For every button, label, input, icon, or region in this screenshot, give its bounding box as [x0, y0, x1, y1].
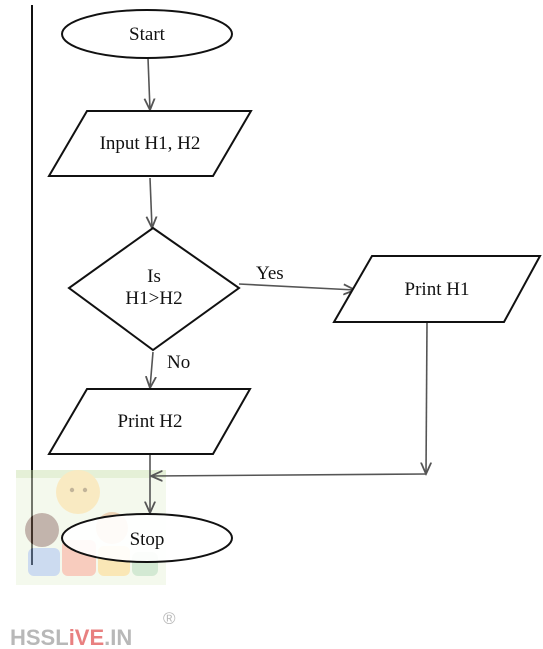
decision-label-line1: Is: [147, 266, 161, 287]
print-h2-label: Print H2: [118, 411, 183, 432]
start-terminal: Start: [61, 9, 233, 59]
watermark-registered-mark: ®: [163, 609, 176, 628]
watermark-brand-in: .IN: [104, 625, 132, 649]
print-h1-parallelogram: Print H1: [332, 255, 542, 323]
arrow-decision-no: [150, 351, 153, 388]
no-label: No: [167, 352, 190, 373]
yes-label: Yes: [256, 263, 284, 284]
input-parallelogram: Input H1, H2: [47, 110, 253, 177]
input-label: Input H1, H2: [100, 133, 201, 154]
watermark-brand-hssl: HSSL: [10, 625, 69, 649]
arrow-decision-yes: [238, 283, 355, 290]
watermark-brand-live: iVE: [69, 625, 104, 649]
decision-label-line2: H1>H2: [125, 288, 182, 309]
start-label: Start: [129, 24, 166, 45]
stop-label: Stop: [130, 529, 165, 550]
print-h2-parallelogram: Print H2: [47, 388, 252, 455]
print-h1-label: Print H1: [405, 279, 470, 300]
arrow-input-to-decision: [150, 177, 152, 228]
arrow-print-h1-down: [426, 322, 427, 474]
arrow-merge-left: [151, 474, 427, 476]
decision-diamond: Is H1>H2: [67, 226, 241, 352]
arrow-start-to-input: [148, 57, 150, 110]
stop-terminal: Stop: [61, 513, 233, 563]
watermark-text: HSSLiVE.IN: [10, 625, 132, 649]
